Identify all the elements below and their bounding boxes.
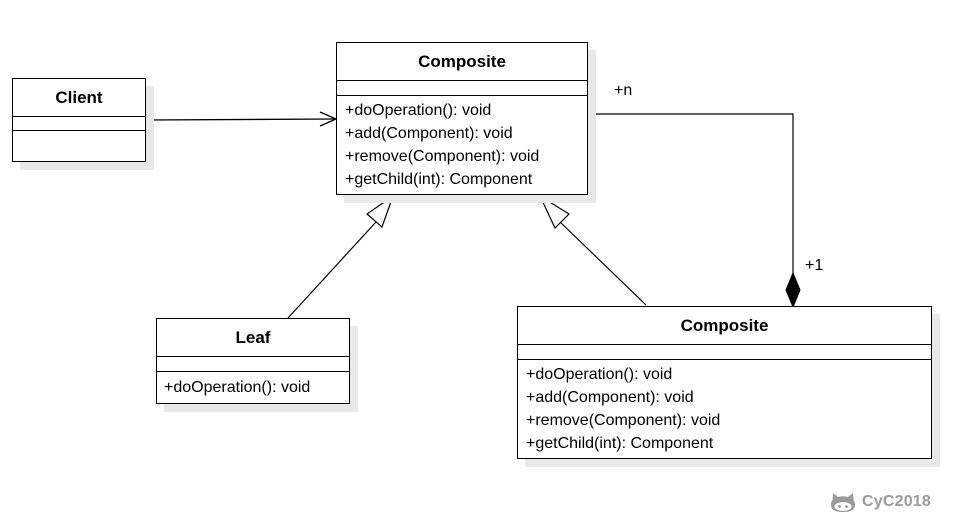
client-class: Client xyxy=(12,78,146,162)
leaf-class: Leaf +doOperation(): void xyxy=(156,318,350,404)
composition-line xyxy=(588,113,801,309)
operation: +doOperation(): void xyxy=(345,102,492,119)
watermark-text: CyC2018 xyxy=(862,493,932,510)
generalization-triangle-icon xyxy=(366,194,395,229)
composite-bottom-attributes xyxy=(518,345,931,360)
operation: +doOperation(): void xyxy=(164,379,311,396)
operation: +getChild(int): Component xyxy=(345,171,533,188)
leaf-operations: +doOperation(): void xyxy=(157,372,349,403)
generalization-triangle-icon xyxy=(538,194,570,230)
operation: +getChild(int): Component xyxy=(526,435,714,452)
association-client-composite xyxy=(145,111,338,127)
composite-bottom-class-name: Composite xyxy=(518,307,931,345)
leaf-attributes xyxy=(157,357,349,372)
composite-class-top: Composite +doOperation(): void +add(Comp… xyxy=(336,42,588,195)
watermark: CyC2018 xyxy=(830,490,931,514)
operation: +remove(Component): void xyxy=(526,412,721,429)
composite-top-class-name: Composite xyxy=(337,43,587,81)
composition-diamond-icon xyxy=(785,271,801,309)
composite-class-bottom: Composite +doOperation(): void +add(Comp… xyxy=(517,306,932,459)
operation: +add(Component): void xyxy=(345,125,513,142)
github-octocat-icon xyxy=(831,493,855,512)
operation: +add(Component): void xyxy=(526,389,694,406)
client-attributes xyxy=(13,117,145,131)
multiplicity-child-end: +1 xyxy=(805,257,824,274)
composite-bottom-operations: +doOperation(): void +add(Component): vo… xyxy=(518,360,931,459)
composite-top-attributes xyxy=(337,81,587,96)
multiplicity-parent-end: +n xyxy=(614,82,633,99)
client-class-name: Client xyxy=(13,79,145,117)
operation: +remove(Component): void xyxy=(345,148,540,165)
operation: +doOperation(): void xyxy=(526,366,673,383)
composite-top-operations: +doOperation(): void +add(Component): vo… xyxy=(337,96,587,195)
generalization-composite-composite xyxy=(538,194,647,306)
generalization-leaf-composite xyxy=(287,194,395,319)
leaf-class-name: Leaf xyxy=(157,319,349,357)
